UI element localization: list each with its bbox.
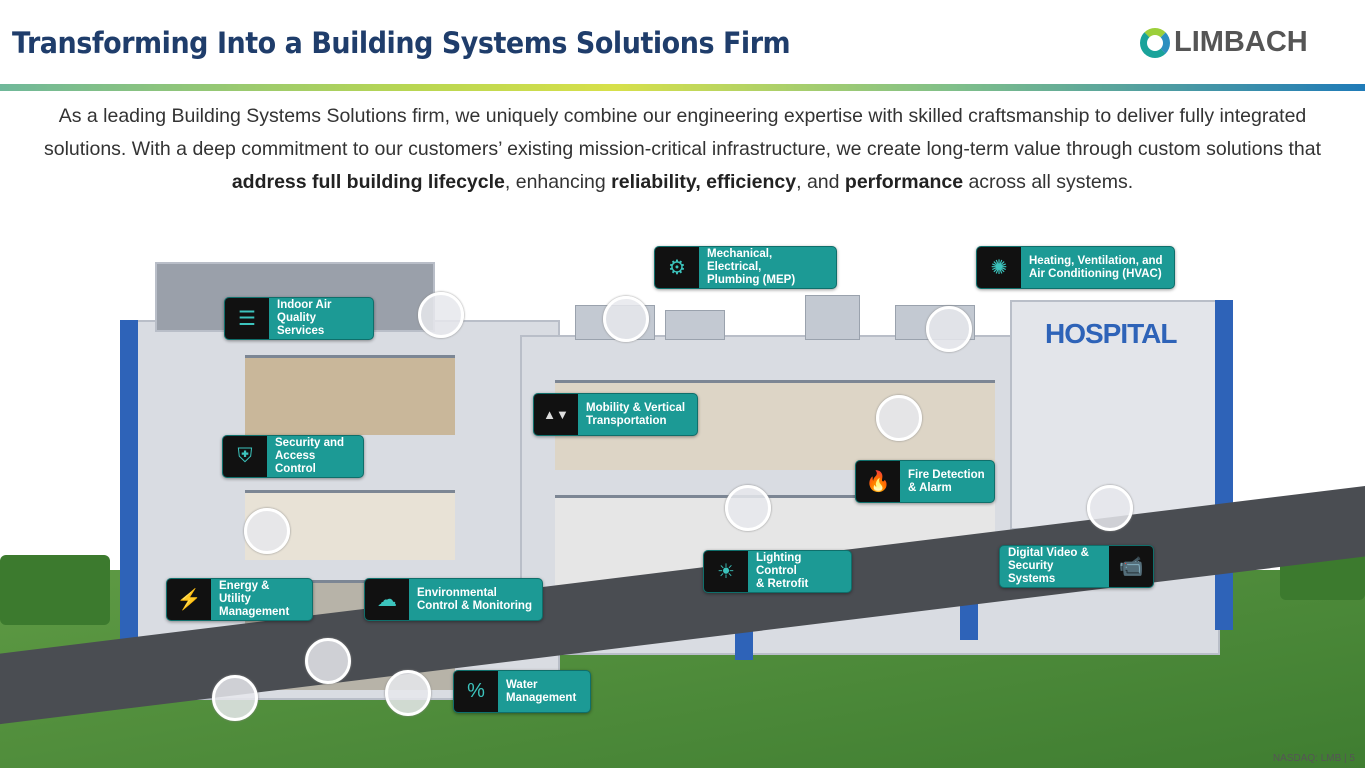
label-digital-video: 📹Digital Video &Security Systems <box>999 545 1154 588</box>
intro-bold: performance <box>844 171 964 193</box>
header-gradient-divider <box>0 84 1365 91</box>
fan-icon: ✺ <box>977 247 1021 288</box>
intro-text: As a leading Building Systems Solutions … <box>43 105 1322 160</box>
leaf-cloud-icon: ☁ <box>365 579 409 620</box>
air-filter-icon: ☰ <box>225 298 269 339</box>
intro-text: across all systems. <box>963 171 1134 193</box>
building-illustration: HOSPITAL <box>0 240 1365 768</box>
logo-text: LIMBACH <box>1174 26 1308 58</box>
security-camera-icon: 📹 <box>1109 546 1153 587</box>
cutaway-floor <box>245 355 455 435</box>
elevator-icon: ▲▼ <box>534 394 578 435</box>
intro-text: , enhancing <box>504 171 612 193</box>
energy-icon: ⚡ <box>167 579 211 620</box>
label-fire-detection: 🔥Fire Detection& Alarm <box>855 460 995 503</box>
intro-paragraph: As a leading Building Systems Solutions … <box>30 100 1335 199</box>
logo-mark-icon <box>1140 27 1170 58</box>
label-lighting: ☀Lighting Control& Retrofit <box>703 550 852 593</box>
shield-lock-icon: ⛨ <box>223 436 267 477</box>
limbach-logo: LIMBACH <box>1140 26 1308 59</box>
intro-text: , and <box>796 171 845 193</box>
gear-wrench-icon: ⚙ <box>655 247 699 288</box>
hedge <box>0 555 110 625</box>
footer-page-info: NASDAQ: LMB | 5 <box>1272 753 1355 764</box>
hospital-sign: HOSPITAL <box>1045 318 1177 349</box>
intro-bold: address full building lifecycle <box>231 171 505 193</box>
label-mep: ⚙Mechanical, Electrical,Plumbing (MEP) <box>654 246 837 289</box>
water-drop-icon: % <box>454 671 498 712</box>
fire-icon: 🔥 <box>856 461 900 502</box>
intro-bold: reliability, efficiency <box>611 171 797 193</box>
page-title: Transforming Into a Building Systems Sol… <box>12 26 791 60</box>
lightbulb-icon: ☀ <box>704 551 748 592</box>
